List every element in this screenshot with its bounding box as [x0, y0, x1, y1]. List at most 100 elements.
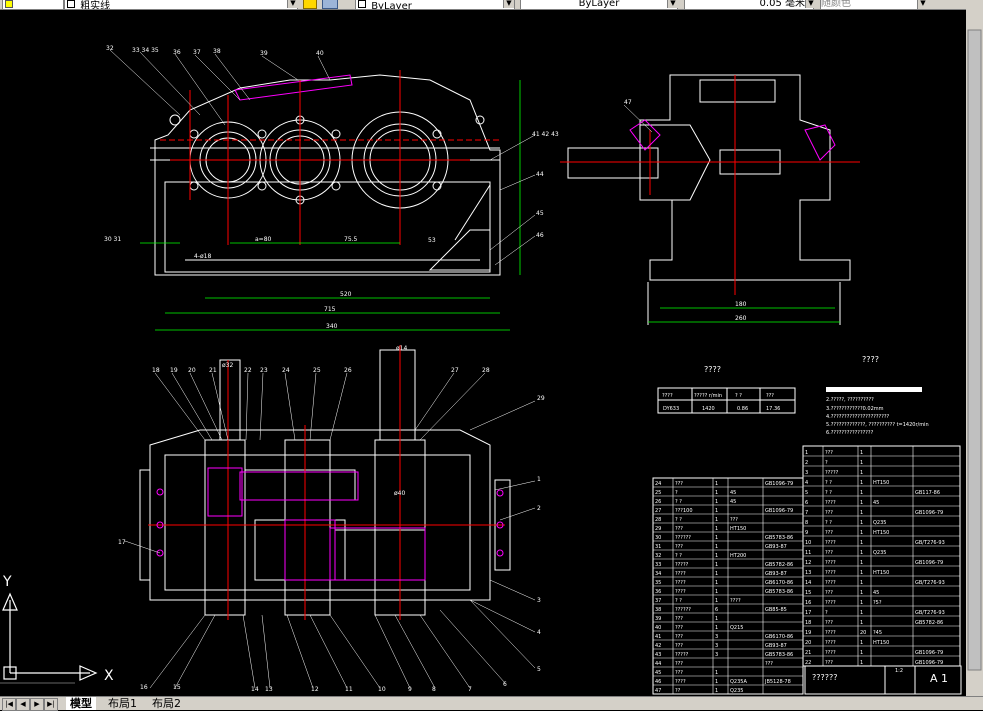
parts-cell: GB6170-86 — [765, 634, 793, 640]
linetype-dropdown[interactable] — [2, 0, 64, 10]
parts-cell: GB93-87 — [765, 571, 787, 577]
parts-cell: 29 — [655, 526, 661, 532]
parts-cell: 1 — [860, 550, 863, 556]
top-dim-d40: ø40 — [394, 490, 405, 497]
parts-cell: ???? — [675, 571, 686, 577]
scrollbar-thumb[interactable] — [967, 29, 982, 671]
layer-tool-icon[interactable] — [303, 0, 317, 9]
front-label-32: 32 — [106, 45, 114, 52]
spec-header-1: ????? r/min — [694, 393, 722, 399]
parts-cell: ???? — [675, 679, 686, 685]
parts-cell: 18 — [805, 620, 811, 626]
layer-previous-icon[interactable] — [322, 0, 338, 9]
linetype-dropdown-arrow[interactable]: ▼ — [287, 0, 298, 8]
drawing-canvas[interactable]: 32 33 34 35 36 37 38 39 40 41 42 43 44 4… — [0, 9, 983, 696]
linetype-label: 粗实线 — [80, 1, 111, 10]
parts-cell: ??? — [825, 510, 833, 516]
parts-cell: 1 — [715, 553, 718, 559]
tab-layout2[interactable]: 布局2 — [152, 697, 181, 710]
front-label-44: 44 — [536, 171, 544, 178]
note-1: 1.??????????????????? — [826, 387, 882, 393]
parts-cell: ? — [825, 610, 828, 616]
parts-cell: ?????? — [675, 607, 691, 613]
parts-cell: GB5783-86 — [765, 589, 793, 595]
top-label-18: 18 — [152, 367, 160, 374]
first-tab-button[interactable]: |◀ — [2, 698, 16, 711]
parts-cell: ???? — [730, 598, 741, 604]
parts-cell: ??? — [675, 634, 683, 640]
front-dim-a80: a=80 — [255, 236, 272, 243]
parts-cell: 32 — [655, 553, 661, 559]
top-label-27: 27 — [451, 367, 459, 374]
plotstyle-arrow[interactable]: ▼ — [917, 0, 928, 8]
last-tab-button[interactable]: ▶| — [44, 698, 58, 711]
parts-cell: ??? — [825, 660, 833, 666]
parts-cell: ?45 — [873, 630, 882, 636]
parts-cell: ???? — [825, 600, 836, 606]
parts-cell: 1 — [860, 580, 863, 586]
parts-cell: 45 — [873, 590, 879, 596]
parts-cell: 12 — [805, 560, 811, 566]
color-control-dropdown[interactable]: ByLayer — [355, 0, 515, 10]
parts-cell: ???? — [825, 640, 836, 646]
parts-cell: ??? — [675, 526, 683, 532]
parts-cell: 17 — [805, 610, 811, 616]
prev-tab-button[interactable]: ◀ — [16, 698, 30, 711]
parts-cell: ???? — [825, 540, 836, 546]
top-label-5: 5 — [537, 666, 541, 673]
parts-cell: 25 — [655, 490, 661, 496]
parts-cell: 45 — [730, 499, 736, 505]
top-label-19: 19 — [170, 367, 178, 374]
top-label-2: 2 — [537, 505, 541, 512]
title-block: ?????? 1:2 A 1 — [804, 665, 962, 695]
parts-cell: Q235 — [873, 550, 886, 556]
spec-value-0: DY633 — [663, 406, 679, 412]
parts-cell: 1 — [715, 679, 718, 685]
linetype-control-arrow[interactable]: ▼ — [667, 0, 678, 8]
parts-cell: 1 — [715, 544, 718, 550]
parts-cell: 1 — [860, 500, 863, 506]
top-label-10: 10 — [378, 686, 386, 693]
parts-cell: HT150 — [873, 530, 889, 536]
properties-toolbar: 粗实线 ▼ ByLayer ▼ ByLayer ▼ 0.05 毫米 ▼ 随颜色 … — [0, 0, 983, 10]
spec-header-3: ??? — [766, 393, 774, 399]
top-label-7: 7 — [468, 686, 472, 693]
tab-model[interactable]: 模型 — [66, 697, 96, 710]
parts-cell: 1 — [715, 481, 718, 487]
lineweight-arrow[interactable]: ▼ — [805, 0, 816, 8]
parts-cell: ? ? — [825, 480, 832, 486]
parts-cell: ??? — [675, 616, 683, 622]
color-dropdown-arrow[interactable]: ▼ — [503, 0, 514, 8]
parts-cell: ??? — [825, 550, 833, 556]
top-label-8: 8 — [432, 686, 436, 693]
title-block-ratio: 1:2 — [895, 668, 903, 674]
parts-cell: ???? — [825, 500, 836, 506]
parts-cell: 1 — [860, 590, 863, 596]
parts-cell: ??? — [825, 530, 833, 536]
parts-cell: 15 — [805, 590, 811, 596]
parts-cell: 7 — [805, 510, 808, 516]
parts-cell: ??? — [825, 590, 833, 596]
top-label-4: 4 — [537, 629, 541, 636]
parts-cell: GB93-87 — [765, 544, 787, 550]
parts-cell: 45 — [873, 500, 879, 506]
parts-cell: GB1096-79 — [915, 650, 943, 656]
parts-cell: 1 — [860, 470, 863, 476]
parts-cell: 46 — [655, 679, 661, 685]
plotstyle-label: 随颜色 — [821, 0, 851, 9]
parts-cell: ? ? — [675, 499, 682, 505]
parts-cell: ? — [825, 460, 828, 466]
next-tab-button[interactable]: ▶ — [30, 698, 44, 711]
parts-cell: HT150 — [873, 570, 889, 576]
tab-layout1[interactable]: 布局1 — [108, 697, 137, 710]
layout-tab-bar: |◀ ◀ ▶ ▶| 模型 布局1 布局2 — [0, 696, 983, 711]
front-dim-hole: 4-ø18 — [194, 253, 211, 260]
ucs-x-label: X — [104, 668, 114, 684]
parts-cell: GB5782-86 — [915, 620, 943, 626]
parts-cell: ??? — [675, 481, 683, 487]
parts-cell: GB1096-79 — [915, 660, 943, 666]
front-label-39: 39 — [260, 50, 268, 57]
parts-cell: ? — [675, 490, 678, 496]
parts-cell: 1 — [715, 508, 718, 514]
